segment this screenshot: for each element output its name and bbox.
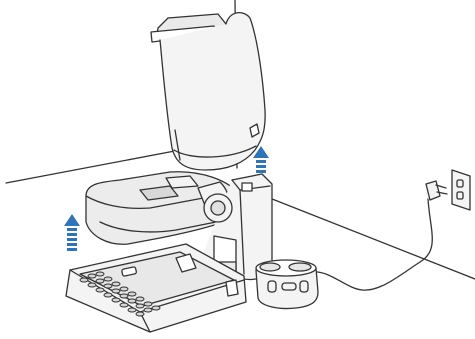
wall-outlet: [452, 170, 470, 210]
brush-holder: [256, 260, 318, 309]
tray-base: [66, 244, 246, 332]
up-arrow-icon: [64, 214, 80, 251]
power-cord: [312, 199, 432, 290]
vacuum-body: [151, 13, 265, 170]
power-adapter: [312, 181, 447, 290]
